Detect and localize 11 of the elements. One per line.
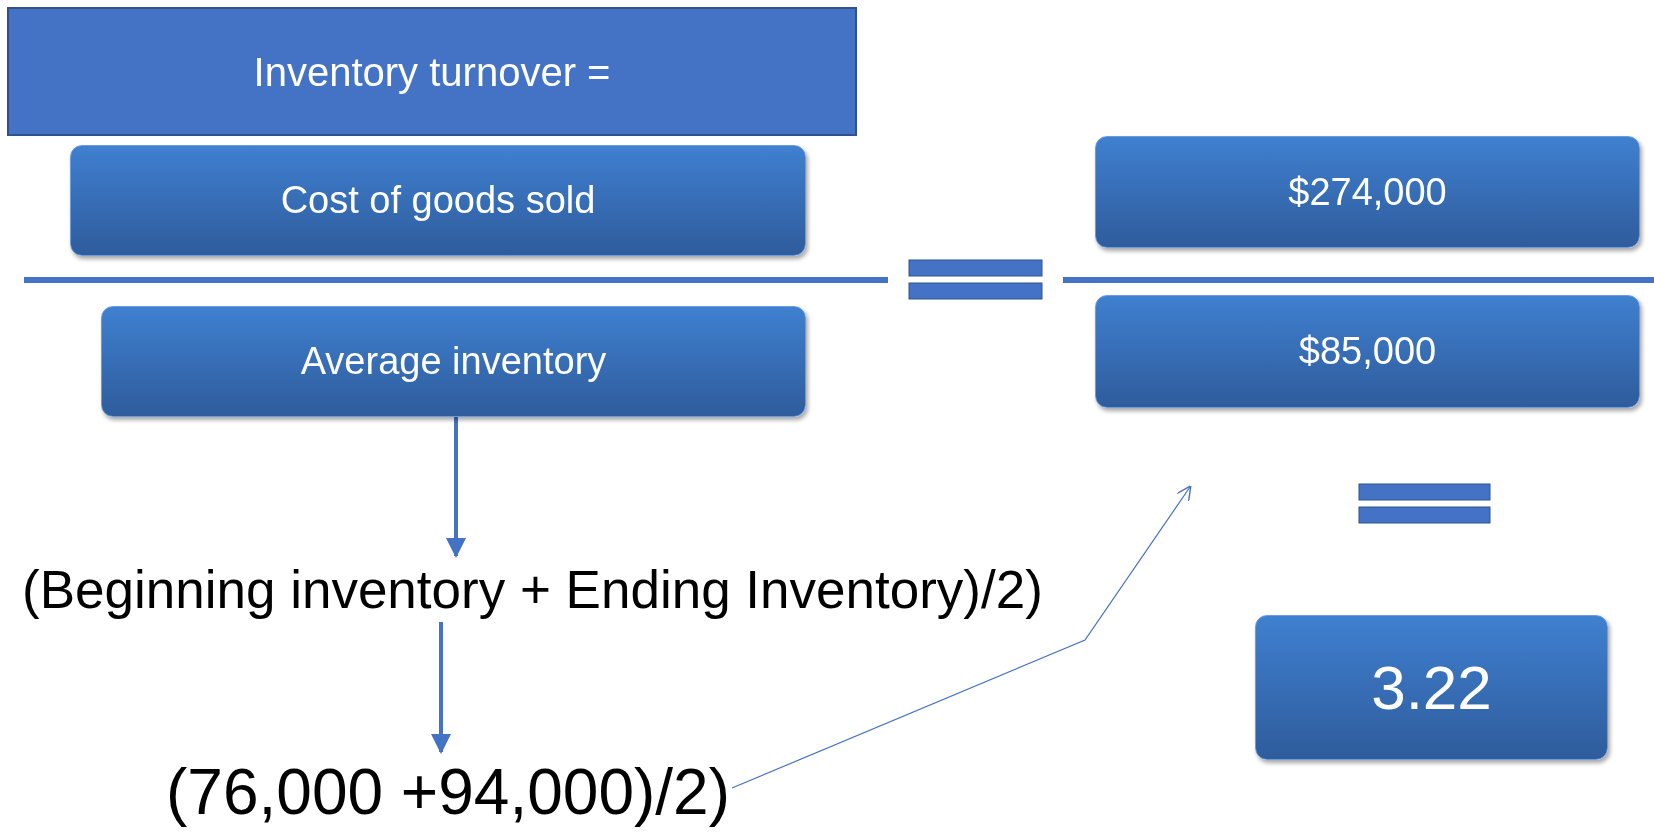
value-box: $274,000 xyxy=(1095,136,1640,248)
arrow xyxy=(731,485,1192,789)
formula-text: (76,000 +94,000)/2) xyxy=(166,752,732,832)
result-box: 3.22 xyxy=(1255,615,1608,760)
formula-text: (Beginning inventory + Ending Inventory)/2) xyxy=(22,556,1045,622)
arrow xyxy=(446,417,466,558)
arrow xyxy=(431,622,451,754)
value-box: Average inventory xyxy=(101,306,806,417)
title-box: Inventory turnover = xyxy=(7,7,857,136)
value-box: $85,000 xyxy=(1095,295,1640,408)
value-box: Cost of goods sold xyxy=(70,145,806,256)
